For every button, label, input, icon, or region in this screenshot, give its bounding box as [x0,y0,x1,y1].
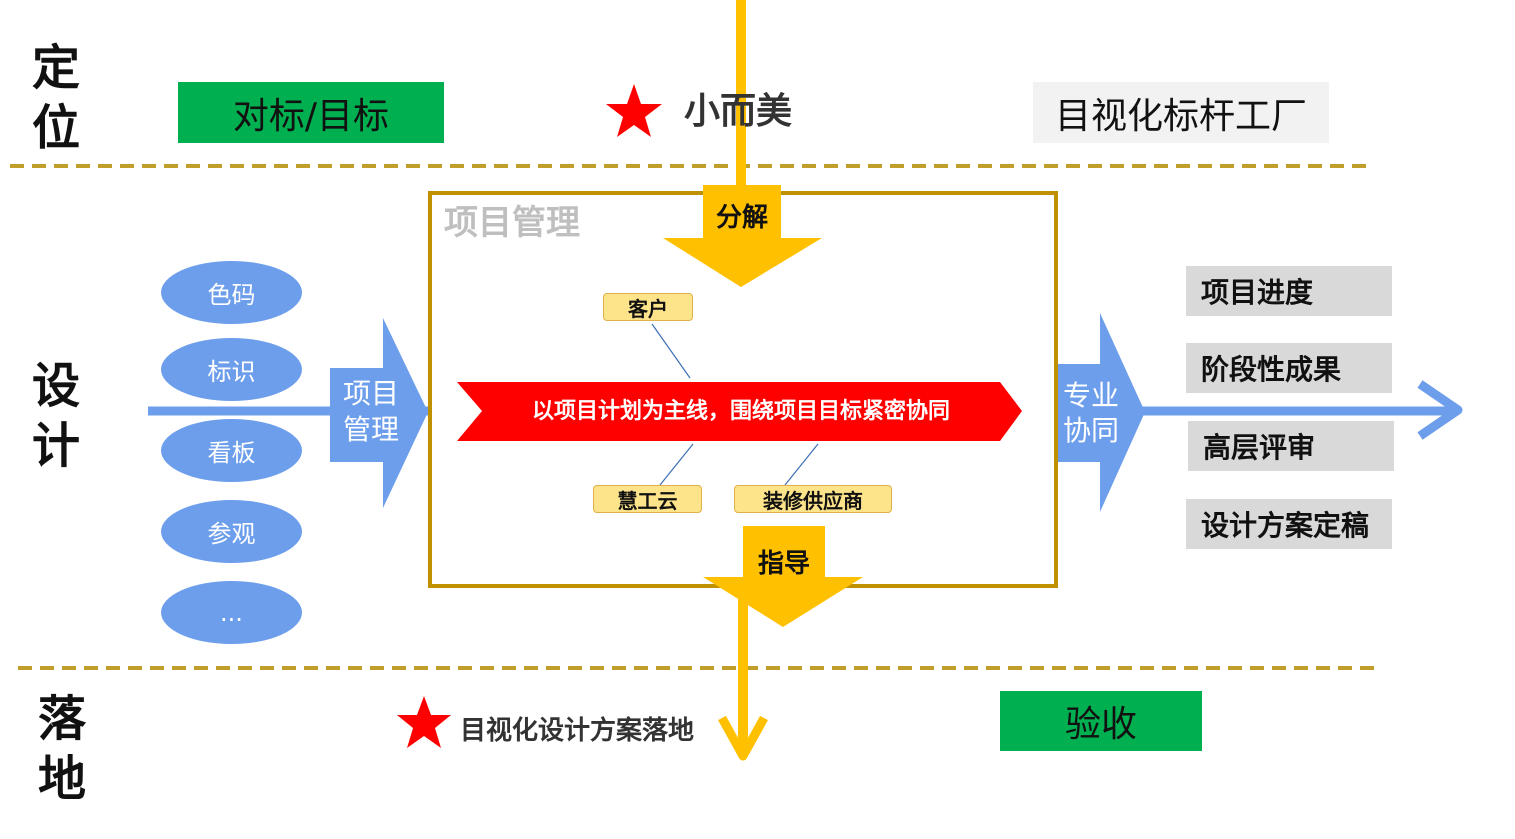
output-project-progress: 项目进度 [1186,266,1392,316]
main-line-label: 以项目计划为主线，围绕项目目标紧密协同 [531,399,950,424]
visual-factory-label: 目视化标杆工厂 [1054,95,1307,137]
right-arrow-label-2: 协同 [1062,414,1119,447]
supplier-tag: 装修供应商 [734,485,892,513]
decompose-label: 分解 [715,203,768,233]
acceptance-box: 验收 [1000,691,1202,751]
stage-landing-char-2: 地 [38,751,87,807]
output-phase-results: 阶段性成果 [1186,343,1392,393]
star-icon [606,84,662,137]
stage-landing-char-1: 落 [38,691,87,747]
project-management-title: 项目管理 [444,203,580,243]
stage-positioning-char-1: 定 [32,40,81,96]
ellipse-visit: 参观 [161,500,302,563]
ellipse-signage: 标识 [161,338,302,401]
main-line-arrow [457,382,1022,441]
stage-design-char-2: 计 [32,418,81,474]
visual-plan-label: 目视化设计方案落地 [460,716,695,746]
decompose-arrow [663,185,822,287]
connector-huigongyun [659,443,694,486]
supplier-label: 装修供应商 [763,488,863,513]
small-beauty-label: 小而美 [684,91,793,132]
stage-design-char-1: 设 [32,358,81,414]
connector-supplier [784,443,819,486]
ellipse-color-code: 色码 [161,261,302,324]
right-block-arrow [1055,313,1145,512]
guide-label: 指导 [757,549,810,579]
customer-label: 客户 [628,296,668,321]
star-icon [397,696,451,748]
benchmark-label: 对标/目标 [232,95,390,137]
ellipse-kanban: 看板 [161,419,302,482]
blue-right-arrowhead [1417,380,1463,440]
left-arrow-label-1: 项目 [342,377,399,410]
output-executive-review: 高层评审 [1188,421,1394,471]
connector-customer [651,323,691,379]
yellow-down-arrowhead [718,715,768,761]
output-design-finalization: 设计方案定稿 [1186,499,1392,549]
huigongyun-tag: 慧工云 [593,485,702,513]
visual-factory-box: 目视化标杆工厂 [1033,82,1329,143]
ellipse-more: ... [161,581,302,644]
left-block-arrow [330,318,428,508]
stage-positioning-char-2: 位 [32,100,81,156]
left-arrow-label-2: 管理 [342,413,399,446]
huigongyun-label: 慧工云 [617,488,678,513]
right-arrow-label-1: 专业 [1062,379,1119,412]
acceptance-label: 验收 [1064,704,1137,745]
benchmark-box: 对标/目标 [178,82,444,143]
customer-tag: 客户 [603,293,693,321]
